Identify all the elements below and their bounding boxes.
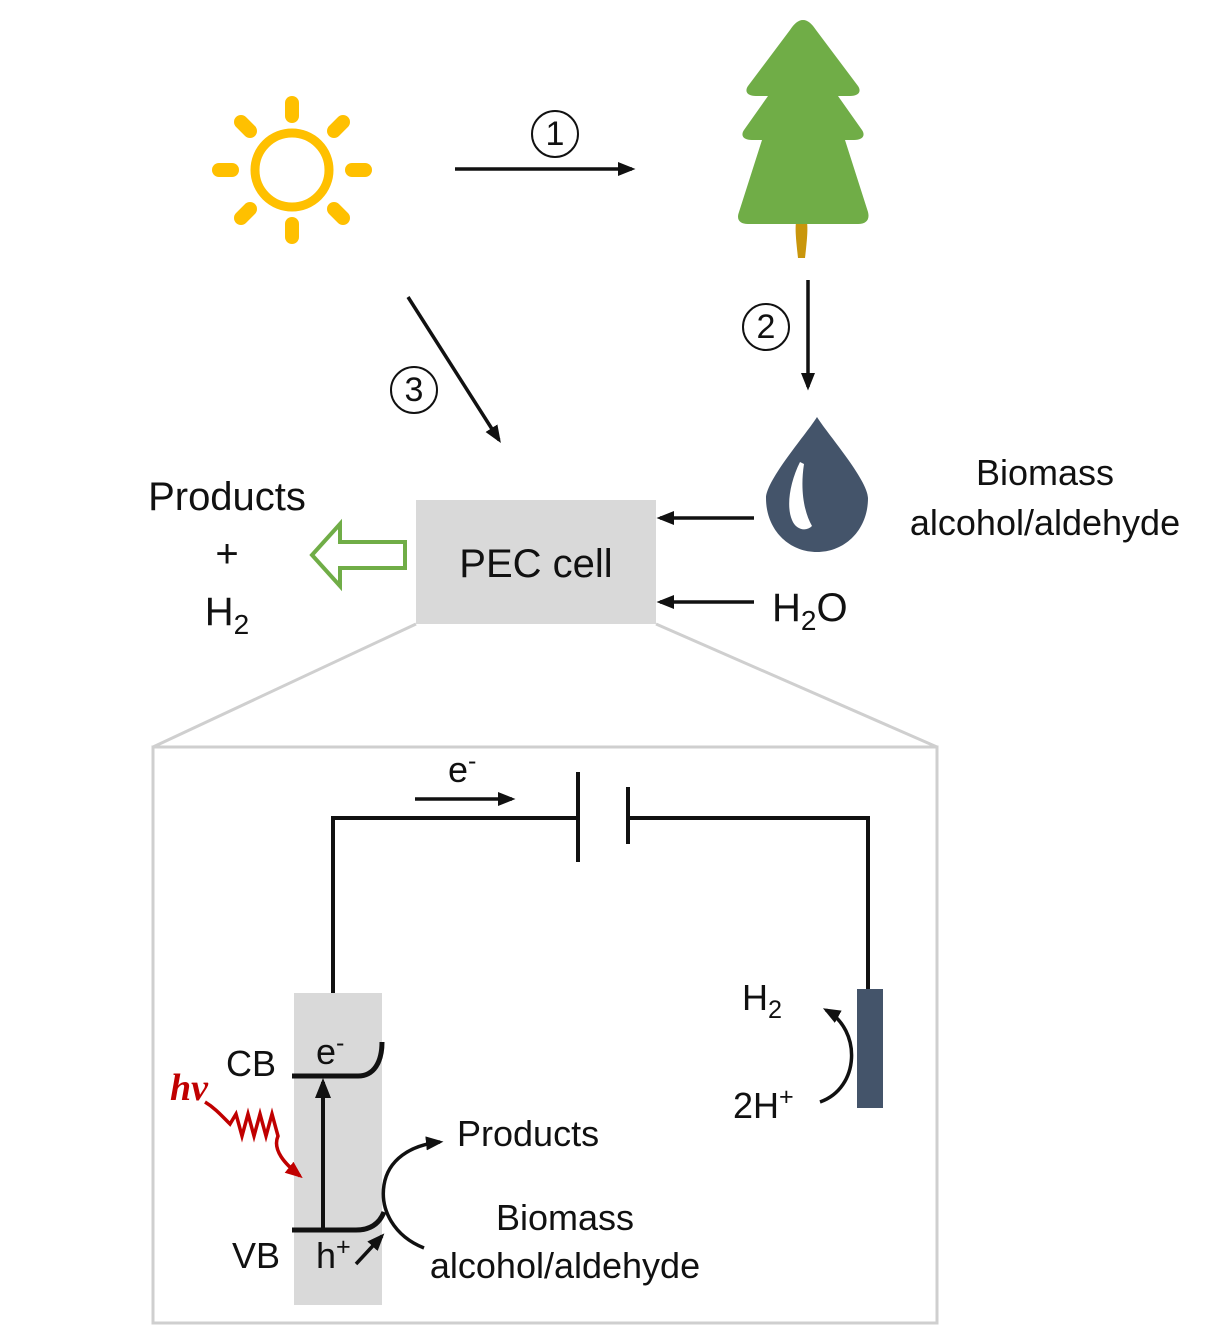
cathode-reaction-arrow — [819, 1008, 854, 1104]
vb-label: VB — [232, 1235, 281, 1276]
output-products-label: Products — [148, 475, 306, 519]
electron-flow-label: e- — [448, 748, 476, 790]
cathode-2h-sup: + — [779, 1083, 794, 1111]
step-marker-1: 1 — [531, 110, 579, 158]
arrow-step-3 — [406, 296, 501, 443]
light-wave-icon — [204, 1100, 303, 1179]
zoom-connector-left — [152, 622, 417, 749]
step-marker-3: 3 — [390, 366, 438, 414]
droplet-icon — [766, 417, 868, 552]
cb-electron-e: e — [316, 1031, 337, 1072]
cb-electron-sup: - — [336, 1029, 345, 1057]
cathode-h2-h: H — [742, 977, 768, 1018]
water-label-h: H — [772, 586, 801, 630]
step-marker-2: 2 — [742, 303, 790, 351]
biomass-label-line2: alcohol/aldehyde — [909, 502, 1181, 543]
cb-electron-label: e- — [316, 1030, 344, 1072]
output-h2-sub: 2 — [233, 609, 250, 640]
cathode-2h-label: 2H+ — [733, 1084, 794, 1126]
light-hv-label: hv — [170, 1067, 208, 1109]
water-label-sub: 2 — [800, 605, 817, 636]
sun-icon — [212, 96, 372, 244]
electron-flow-e: e — [448, 749, 469, 790]
band-edges — [292, 1041, 387, 1233]
biomass-label: Biomass alcohol/aldehyde — [880, 455, 1210, 541]
detail-panel — [151, 745, 939, 1325]
tree-icon — [738, 20, 869, 258]
output-h2-h: H — [204, 590, 234, 634]
water-label-o: O — [816, 586, 848, 630]
detail-biomass-line1: Biomass — [495, 1197, 635, 1238]
zoom-connector-right — [655, 622, 938, 749]
pec-cell-box — [416, 500, 656, 624]
cathode-rect — [857, 989, 883, 1108]
detail-products-label: Products — [457, 1113, 600, 1154]
detail-biomass-line2: alcohol/aldehyde — [429, 1245, 701, 1286]
cathode-h2-sub: 2 — [768, 996, 783, 1025]
electron-flow-sup: - — [468, 747, 477, 775]
hole-transfer-arrow — [354, 1233, 385, 1266]
oxidation-arc — [381, 1136, 444, 1250]
vb-hole-label: h+ — [316, 1234, 351, 1276]
vb-hole-h: h — [316, 1235, 337, 1276]
water-label: H2O — [772, 586, 848, 635]
cathode-2h-text: 2H — [733, 1085, 780, 1126]
output-arrow-icon — [309, 518, 407, 592]
biomass-label-line1: Biomass — [975, 452, 1115, 493]
cathode-h2-label: H2 — [742, 977, 782, 1023]
external-circuit — [331, 772, 870, 993]
pec-cell-label: PEC cell — [459, 542, 613, 586]
cb-label: CB — [226, 1043, 277, 1084]
output-plus-label: + — [215, 532, 239, 576]
output-h2-label: H2 — [120, 590, 334, 639]
vb-hole-sup: + — [336, 1233, 351, 1261]
detail-biomass-label: Biomass alcohol/aldehyde — [400, 1200, 730, 1284]
